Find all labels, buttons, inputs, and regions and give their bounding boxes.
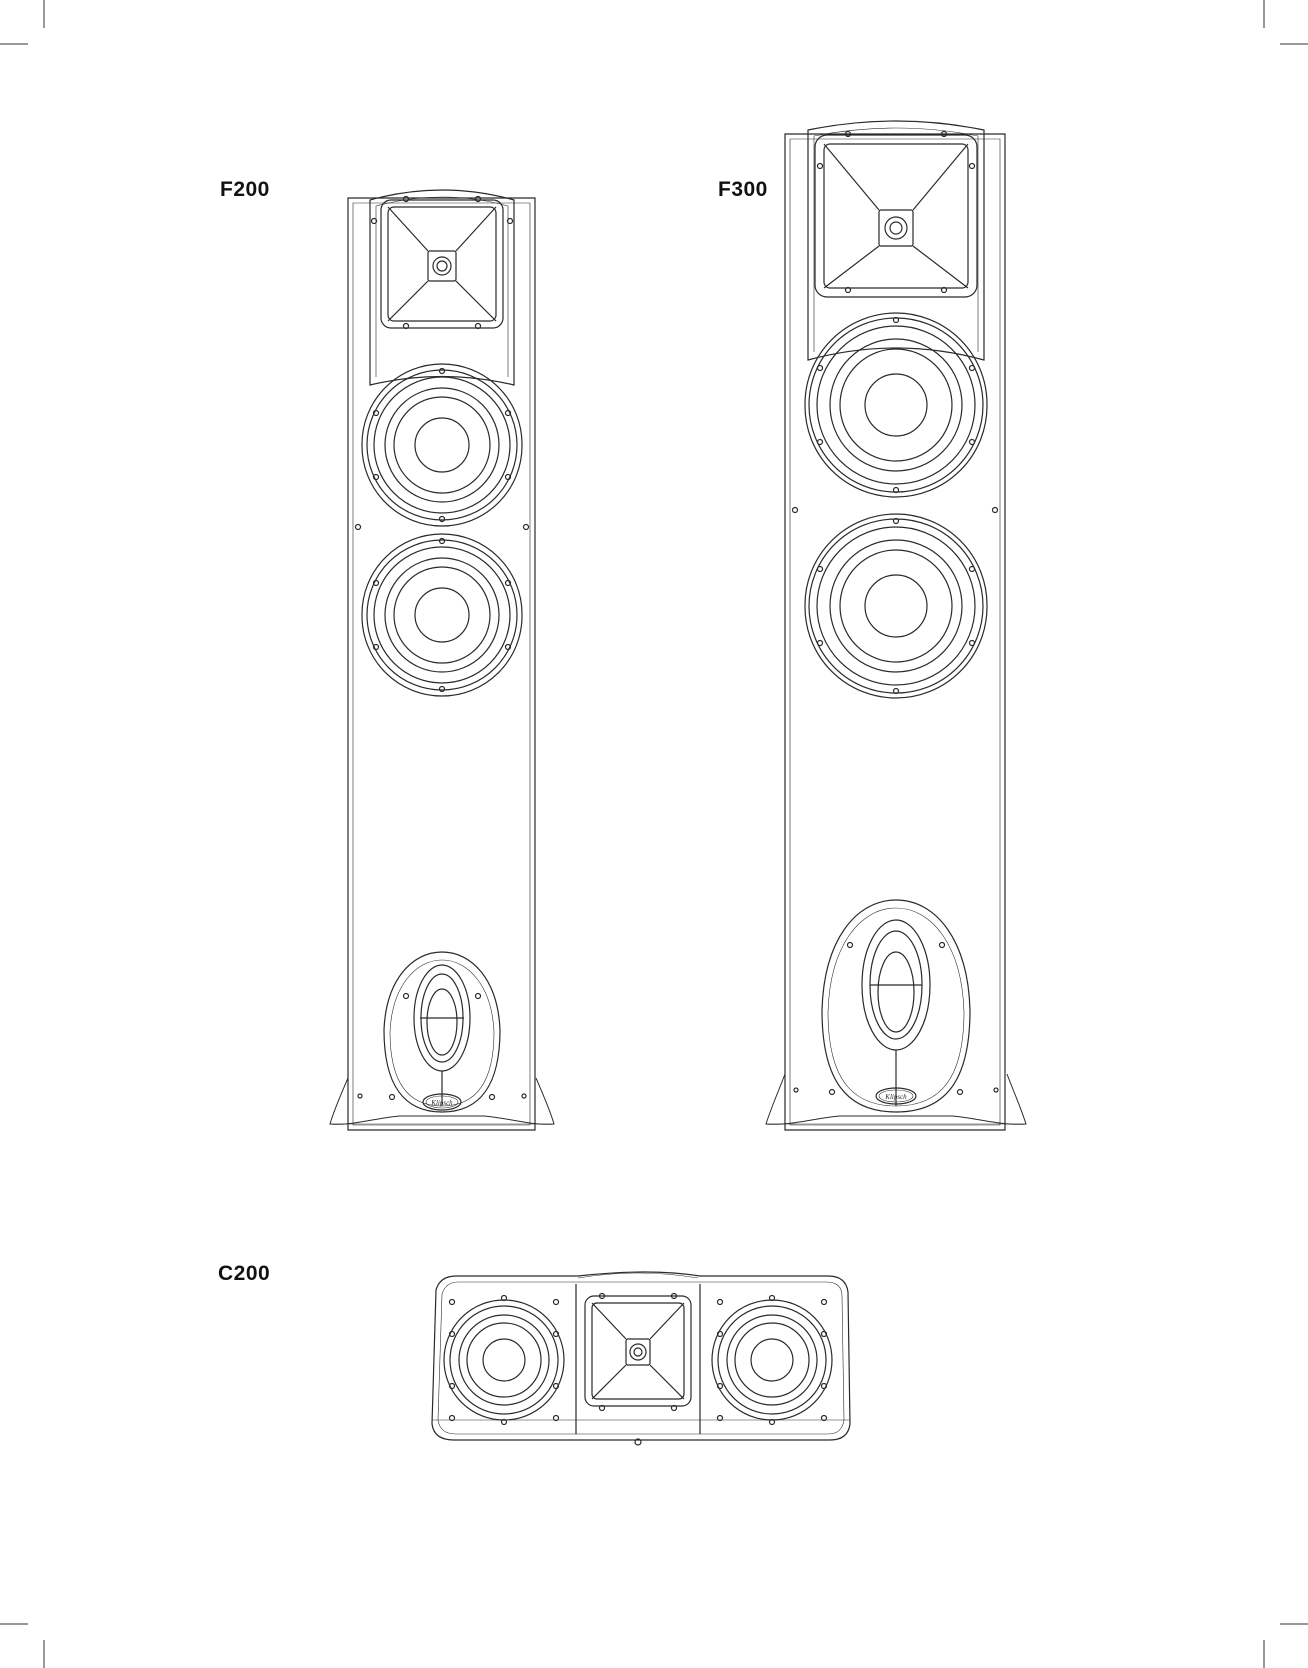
c200-speaker-drawing: [432, 1272, 850, 1445]
f300-speaker-drawing: [766, 121, 1026, 1130]
f200-speaker-drawing: [330, 190, 554, 1130]
svg-text:Klipsch: Klipsch: [430, 1099, 453, 1107]
svg-text:Klipsch: Klipsch: [884, 1093, 907, 1101]
